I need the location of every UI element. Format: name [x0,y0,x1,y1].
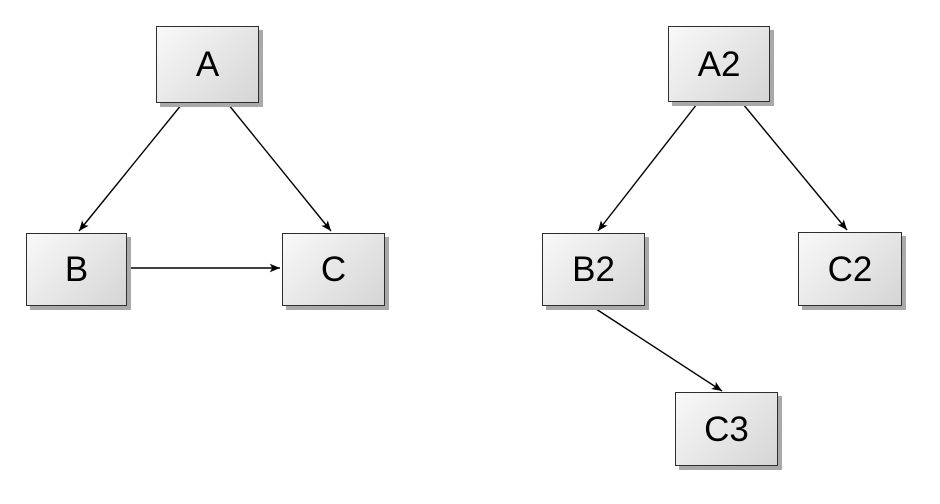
edge-A-C [227,103,332,232]
node-label-C2: C2 [827,249,873,289]
node-label-B: B [64,250,89,289]
edge-A2-B2 [597,103,698,232]
node-B[interactable]: B [26,233,127,306]
node-C3[interactable]: C3 [675,392,778,466]
edge-A-B [78,103,183,232]
node-C[interactable]: C [282,233,385,306]
node-C2[interactable]: C2 [798,232,902,306]
node-label-B2: B2 [572,250,615,289]
node-label-C: C [320,250,347,289]
node-B2[interactable]: B2 [542,233,645,306]
edge-A2-C2 [742,103,848,231]
node-label-C3: C3 [704,409,749,449]
edge-B2-C3 [592,306,723,392]
node-label-A2: A2 [697,44,741,84]
node-A[interactable]: A [156,26,259,103]
node-label-A: A [195,45,220,84]
node-A2[interactable]: A2 [668,26,770,102]
